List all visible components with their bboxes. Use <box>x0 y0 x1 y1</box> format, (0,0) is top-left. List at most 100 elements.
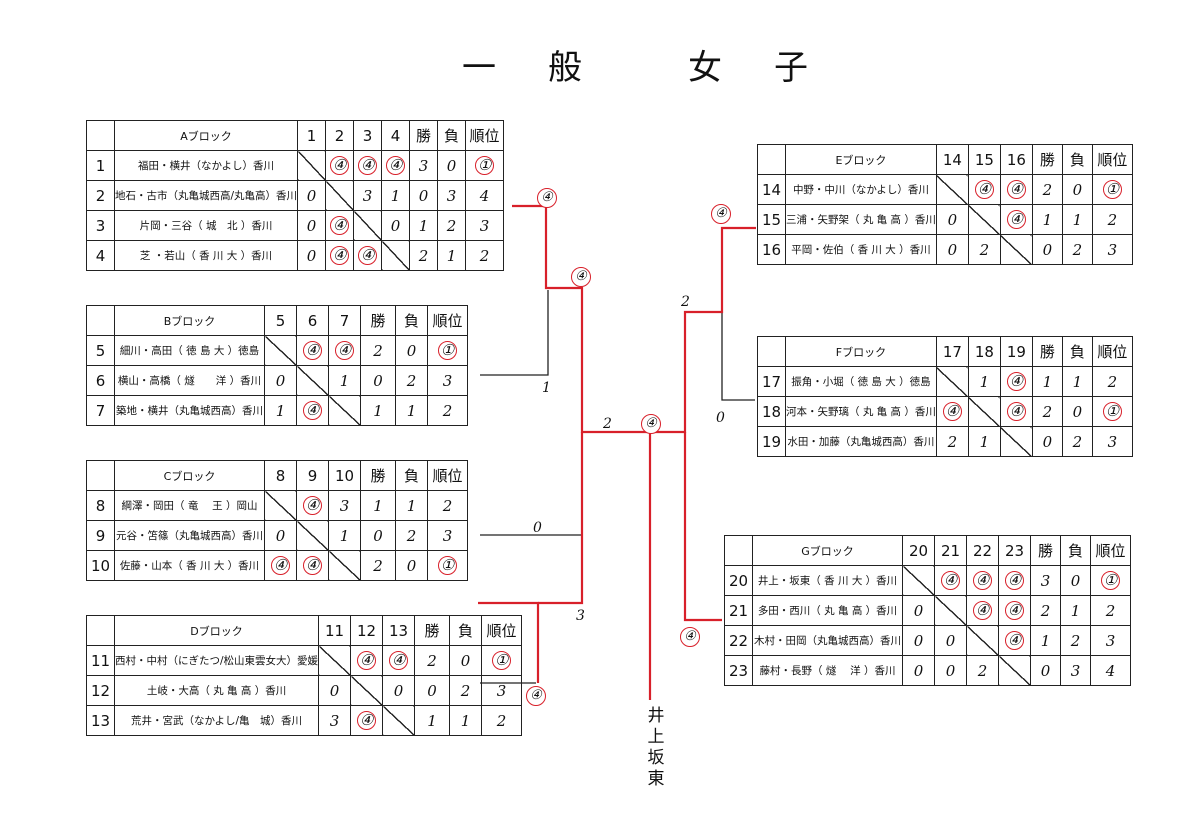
match-score: ④ <box>998 625 1031 656</box>
win-mark: ④ <box>973 571 992 590</box>
bracket-line <box>480 432 583 536</box>
loss-count: 1 <box>1060 595 1091 626</box>
bracket-line <box>721 228 755 401</box>
match-score <box>935 174 969 205</box>
win-count: 0 <box>1030 655 1061 686</box>
loss-count: 2 <box>1061 234 1093 265</box>
loss-count: 0 <box>437 150 467 181</box>
match-score: ④ <box>296 335 329 366</box>
win-count: 2 <box>1031 174 1063 205</box>
loss-count: 1 <box>395 490 428 521</box>
rank-count: ① <box>1091 174 1133 205</box>
page-title: 一 般 女 子 <box>0 40 1200 90</box>
pair-number: 9 <box>86 520 115 551</box>
pair-name: 福田・横井（なかよし）香川 <box>113 150 299 181</box>
match-score: 1 <box>264 395 297 426</box>
match-score: ④ <box>296 550 329 581</box>
pair-number: 19 <box>757 426 786 457</box>
loss-count: 3 <box>437 180 467 211</box>
win-mark: ④ <box>358 246 378 265</box>
pair-name: 佐藤・山本（ 香 川 大 ）香川 <box>114 550 265 581</box>
pair-name: 平岡・佐伯（ 香 川 大 ）香川 <box>785 234 937 265</box>
match-score: ④ <box>296 490 329 521</box>
win-mark: ④ <box>358 156 378 175</box>
win-col-header: 勝 <box>360 305 396 336</box>
pair-number: 10 <box>86 550 115 581</box>
rank-count: 3 <box>1090 625 1131 656</box>
win-count: 1 <box>360 395 396 426</box>
pair-number: 1 <box>86 150 115 181</box>
match-score: ④ <box>998 595 1031 626</box>
win-mark: ④ <box>1006 372 1026 391</box>
match-score: ④ <box>350 705 384 736</box>
title-char: 女 <box>688 48 722 88</box>
rank-count: 2 <box>427 490 468 521</box>
match-score <box>264 490 297 521</box>
match-score <box>967 396 1001 427</box>
match-score: ④ <box>999 204 1033 235</box>
pair-number: 4 <box>86 240 115 271</box>
match-score <box>328 395 361 426</box>
match-score: 1 <box>328 365 361 396</box>
match-score <box>999 234 1033 265</box>
loss-col-header: 負 <box>395 460 428 491</box>
bracket-line <box>480 290 549 376</box>
win-mark: ④ <box>974 180 994 199</box>
match-score: 0 <box>297 180 327 211</box>
pair-number: 20 <box>724 565 753 596</box>
match-score <box>296 365 329 396</box>
pair-name: 水田・加藤（丸亀城西高）香川 <box>785 426 937 457</box>
match-score: ④ <box>999 174 1033 205</box>
bracket-score: ④ <box>641 414 661 434</box>
match-score: 1 <box>381 180 411 211</box>
pair-number: 13 <box>86 705 115 736</box>
loss-count: 1 <box>1061 366 1093 397</box>
win-mark: ④ <box>1005 571 1024 590</box>
win-mark: ④ <box>357 711 377 730</box>
rank-col-header: 順位 <box>481 615 523 646</box>
match-score: 0 <box>264 520 297 551</box>
rank-count: 4 <box>1090 655 1131 686</box>
win-count: 1 <box>409 210 439 241</box>
opponent-col-header: 5 <box>264 305 297 336</box>
win-mark: ① <box>1102 180 1122 199</box>
rank-count: ① <box>481 645 523 676</box>
title-char: 子 <box>774 48 808 88</box>
bracket-score: 1 <box>542 380 551 396</box>
win-mark: ④ <box>1006 180 1026 199</box>
opponent-col-header: 6 <box>296 305 329 336</box>
pair-name: 荒井・宮武（なかよし/亀 城）香川 <box>113 705 320 736</box>
match-score: 0 <box>934 625 967 656</box>
match-score: ④ <box>296 395 329 426</box>
win-mark: ④ <box>1006 402 1026 421</box>
match-score: ④ <box>325 150 355 181</box>
match-score: ④ <box>325 240 355 271</box>
win-mark: ④ <box>330 156 350 175</box>
match-score <box>966 625 999 656</box>
rank-col-header: 順位 <box>465 120 505 151</box>
match-score <box>934 595 967 626</box>
win-col-header: 勝 <box>1031 144 1063 175</box>
opponent-col-header: 3 <box>353 120 383 151</box>
win-mark: ④ <box>1006 210 1026 229</box>
win-mark: ④ <box>941 571 960 590</box>
pair-name: 河本・矢野璃（ 丸 亀 高 ）香川 <box>785 396 937 427</box>
win-mark: ① <box>438 341 457 360</box>
match-score: ④ <box>264 550 297 581</box>
match-score: ④ <box>353 240 383 271</box>
win-mark: ④ <box>303 496 322 515</box>
bracket-score: 0 <box>716 410 725 426</box>
win-mark: ④ <box>357 651 377 670</box>
block-title: Dブロック <box>113 615 320 646</box>
